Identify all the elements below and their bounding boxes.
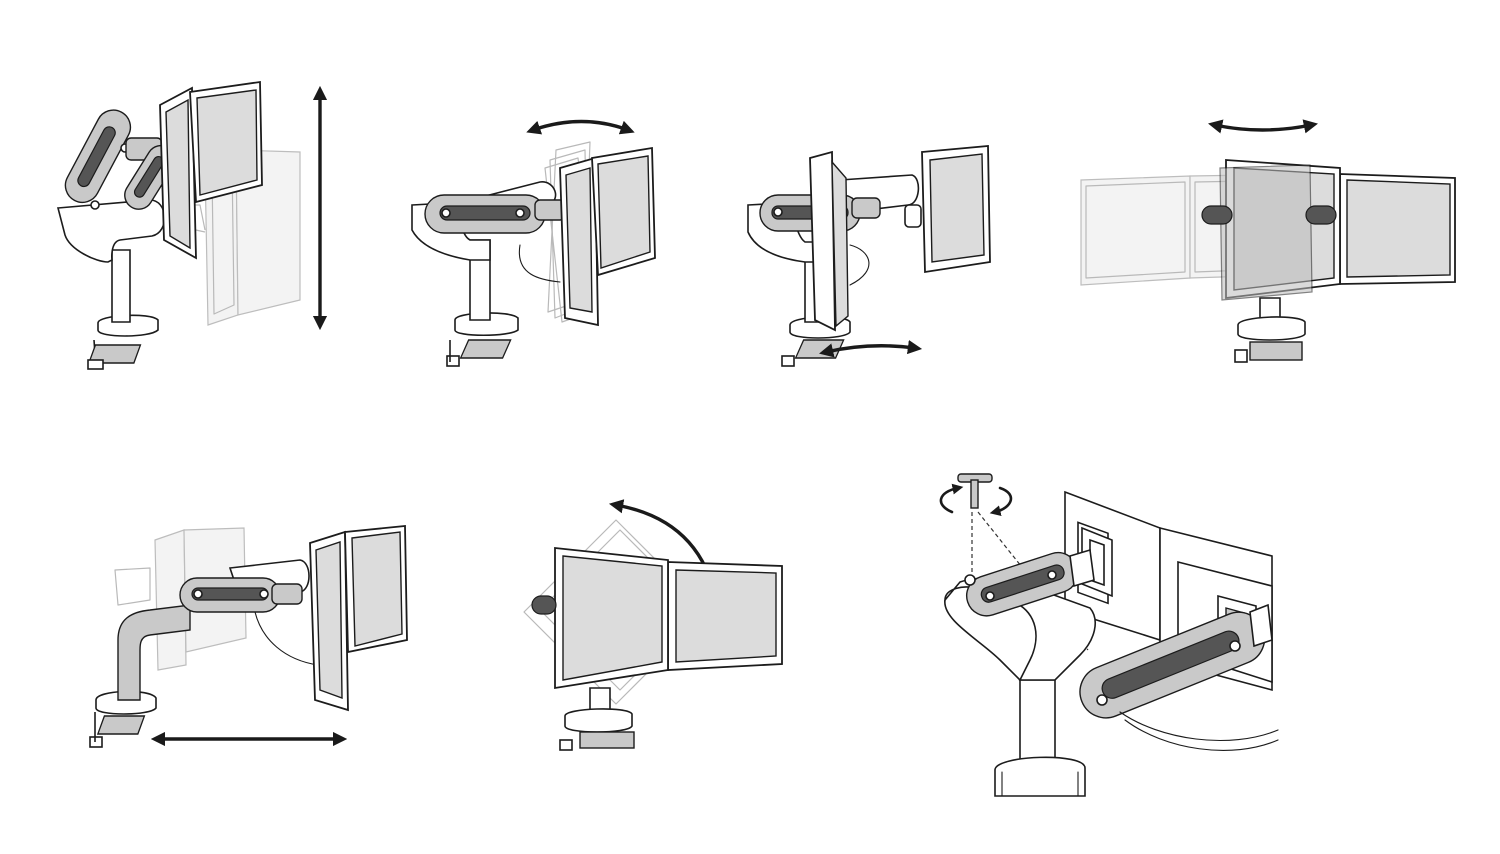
monitor: [309, 525, 408, 712]
tension-key-icon: [957, 473, 993, 509]
arm-segment: [179, 577, 303, 613]
panel-tension-adjust: [939, 473, 1279, 797]
panel-pan-adjust: [1080, 119, 1456, 363]
monitor-left-back: [1064, 490, 1161, 642]
arm-segment: [424, 194, 566, 234]
panel-height-adjust: [56, 80, 328, 370]
panel-rotate-adjust: [523, 499, 783, 751]
post: [111, 249, 131, 323]
post: [117, 604, 191, 701]
desk-clamp: [564, 708, 633, 733]
lower-arm: [1079, 611, 1266, 719]
monitor-left: [809, 150, 849, 332]
monitor-raised: [159, 80, 263, 260]
base-arm: [56, 199, 166, 263]
desk-clamp: [1237, 316, 1306, 341]
panel-swivel-adjust: [747, 145, 991, 367]
swivel-arrow: [819, 339, 923, 358]
monitor: [559, 146, 656, 327]
upper-arm-raised: [64, 109, 163, 210]
tension-arrow: [939, 483, 964, 514]
desk-clamp: [87, 314, 159, 370]
tilt-arrow: [526, 119, 635, 135]
desk-clamp: [95, 690, 157, 715]
panel-depth-adjust: [89, 525, 408, 748]
desk-clamp: [994, 756, 1086, 797]
monitor-right: [921, 145, 991, 274]
monitor-right: [667, 561, 783, 671]
pan-arrow: [1208, 119, 1318, 134]
monitor-left: [554, 546, 669, 690]
panel-tilt-adjust: [411, 119, 656, 367]
monitor-right: [1339, 173, 1456, 285]
